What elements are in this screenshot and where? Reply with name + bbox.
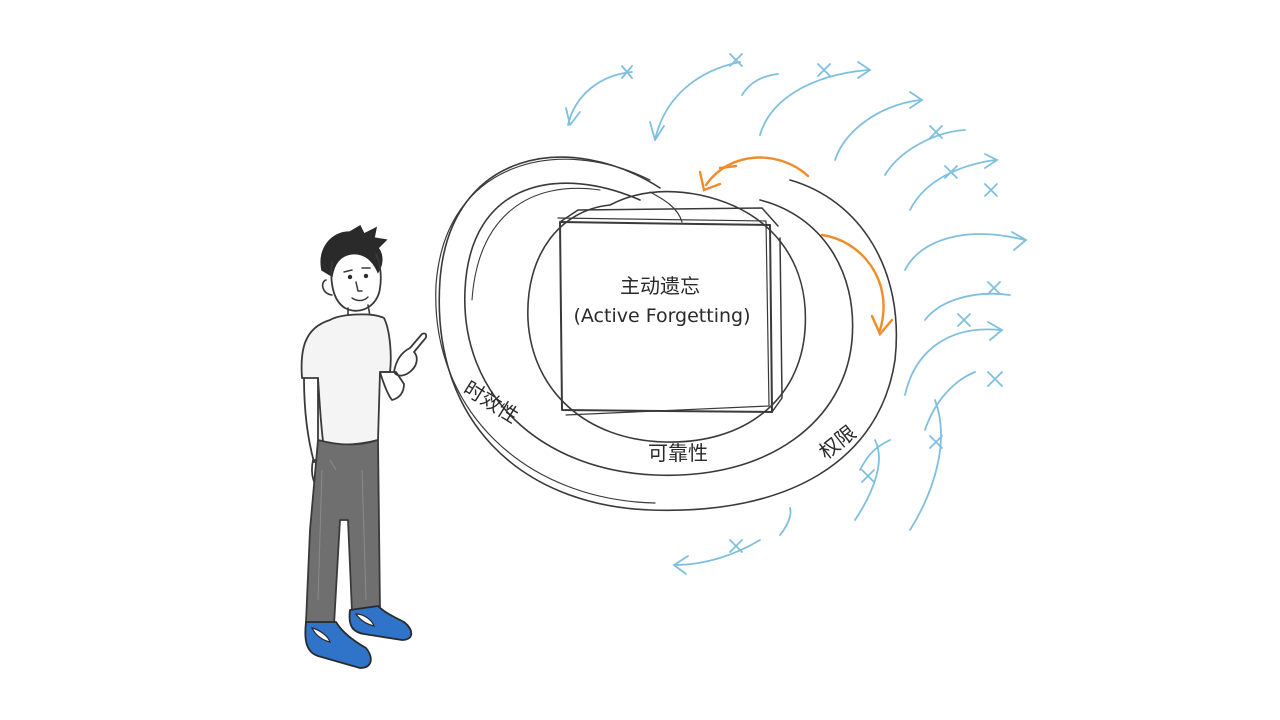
shoe-right (348, 605, 413, 641)
inner-ring (527, 190, 807, 443)
active-forgetting-box: 主动遗忘 (Active Forgetting) (557, 191, 783, 416)
arrow-icon (834, 91, 924, 161)
arrow-icon (924, 281, 1011, 321)
incoming-arrows (565, 53, 1028, 575)
cycle-arrows (698, 156, 894, 337)
arrow-icon (854, 439, 880, 521)
curved-arrow-icon (820, 233, 894, 337)
arrow-icon (759, 61, 872, 136)
arrow-icon (909, 399, 943, 531)
arrow-icon (859, 439, 891, 471)
arrow-icon (672, 539, 761, 575)
center-label-line2: (Active Forgetting) (573, 305, 750, 327)
arrow-icon (884, 125, 966, 176)
pants (305, 439, 381, 626)
arrow-icon (649, 53, 743, 141)
middle-ring (464, 182, 854, 477)
curved-arrow-icon (698, 156, 810, 192)
arrow-icon (741, 73, 779, 96)
arrow-icon (904, 313, 1004, 396)
outer-ring (435, 156, 898, 512)
person-pointing-icon (300, 224, 428, 669)
arrow-icon (904, 183, 1028, 271)
ring-label-timeliness: 时效性 (459, 376, 523, 428)
arrow-icon (779, 507, 792, 536)
shirt (300, 313, 392, 446)
ring-label-reliability: 可靠性 (648, 441, 708, 465)
arrow-icon (924, 371, 1003, 431)
arrow-icon (909, 153, 999, 211)
arrow-icon (565, 65, 633, 126)
center-label-line1: 主动遗忘 (620, 274, 700, 298)
ring-label-permission: 权限 (814, 420, 860, 464)
